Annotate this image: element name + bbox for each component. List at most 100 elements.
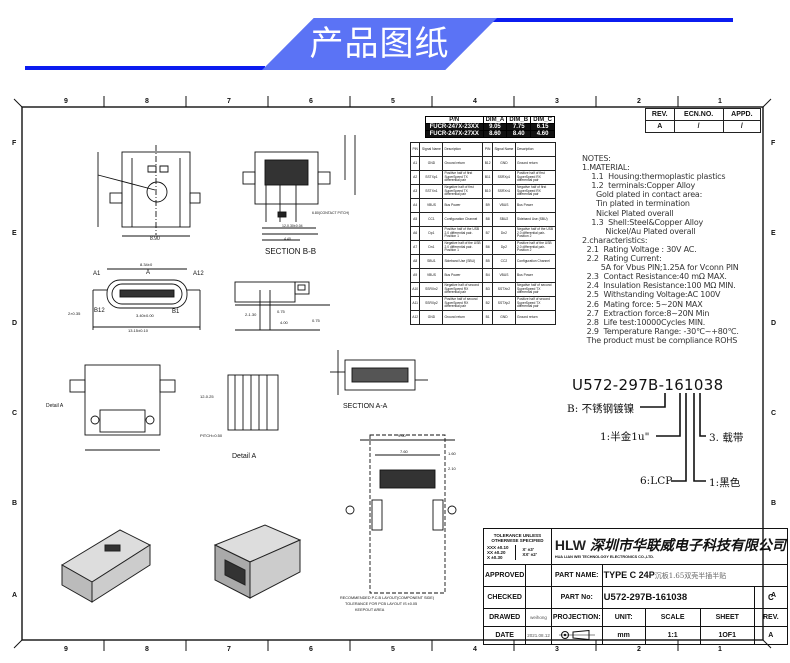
pin-table-cell: SSRXp2 bbox=[419, 296, 444, 311]
frame-column-label: 9 bbox=[64, 98, 68, 105]
pin-table-cell: Configuration Channel bbox=[515, 254, 556, 269]
dim-text: 0.75 bbox=[277, 309, 286, 314]
dim-text: 8.90 bbox=[150, 236, 160, 242]
dim-text: 9.60 bbox=[398, 433, 407, 438]
rev-label: REV. bbox=[753, 608, 788, 627]
pin-table-cell: B4 bbox=[482, 268, 493, 283]
dim-text: 1.60 bbox=[448, 451, 457, 456]
pin-table-cell: A8 bbox=[409, 254, 421, 269]
connector-3d-render-2 bbox=[213, 524, 302, 599]
pin-table-cell: PIN bbox=[482, 142, 493, 157]
projection-label: PROJECTION: bbox=[550, 608, 603, 627]
company-name-cn: 深圳市华联威电子科技有限公司 bbox=[589, 537, 786, 554]
angle-tolerance: XX' ±2' bbox=[522, 552, 537, 557]
title-block: TOLERANCE UNLESS OTHERWISE SPECIFIED XXX… bbox=[482, 528, 788, 645]
notes: NOTES: 1.MATERIAL: 1.1 Housing:thermopla… bbox=[582, 154, 739, 345]
frame-row-label: F bbox=[12, 140, 17, 147]
pin-table-cell: Positive half of the USB 2.0 differentia… bbox=[515, 240, 556, 255]
tolerance-cell: TOLERANCE UNLESS OTHERWISE SPECIFIED XXX… bbox=[483, 528, 552, 565]
rev-header: REV. bbox=[645, 108, 675, 121]
frame-row-label: C bbox=[12, 410, 17, 417]
pin-table-cell: GND bbox=[419, 310, 444, 325]
section-bb-label: SECTION B-B bbox=[265, 247, 316, 256]
pin-table-cell: B9 bbox=[482, 198, 493, 213]
pin-table-cell: A10 bbox=[409, 282, 421, 297]
dim-text: 13.15±0.10 bbox=[128, 328, 149, 333]
tolerance-value: XX ±0.20 bbox=[487, 550, 506, 555]
section-aa-label: SECTION A-A bbox=[343, 403, 388, 410]
sheet-label: SHEET bbox=[699, 608, 755, 627]
pin-table-cell: SSTXp1 bbox=[419, 170, 444, 185]
ecn-value: / bbox=[673, 120, 724, 133]
part-name-cn: 沉板1.65双壳半插半贴 bbox=[654, 572, 727, 580]
sheet-value: 1OF1 bbox=[699, 626, 755, 645]
pin-table-cell: GND bbox=[491, 156, 517, 171]
part-name-value: TYPE C 24P bbox=[603, 570, 655, 580]
part-code-leaders bbox=[640, 393, 706, 482]
rev-value: A bbox=[645, 120, 675, 133]
pn-header: P/N bbox=[425, 116, 484, 124]
pn-cell: 6.15 bbox=[530, 123, 555, 131]
frame-row-label: E bbox=[12, 230, 17, 237]
page-title: 产品图纸 bbox=[309, 24, 450, 64]
dim-text: 4.40 bbox=[284, 237, 291, 241]
pin-table-cell: Description bbox=[442, 142, 484, 157]
code-legend-material: 6:LCP bbox=[640, 475, 673, 487]
pin-table-cell: SSTXn1 bbox=[419, 184, 444, 199]
angle-tolerance: X' ±3' bbox=[522, 547, 534, 552]
pin-table-cell: Ground return bbox=[515, 310, 556, 325]
unit-label: UNIT: bbox=[601, 608, 646, 627]
frame-column-label: 6 bbox=[309, 646, 313, 653]
pin-table-cell: Dp1 bbox=[419, 226, 444, 241]
frame-row-label: C bbox=[771, 410, 776, 417]
pin-table-cell: A5 bbox=[409, 212, 421, 227]
dim-a-header: DIM_A bbox=[482, 116, 508, 124]
pin-table-cell: Bus Power bbox=[442, 198, 484, 213]
bottom-view bbox=[69, 364, 176, 451]
dim-c-header: DIM_C bbox=[530, 116, 555, 124]
pin-table-cell: A11 bbox=[409, 296, 421, 311]
frame-row-label: D bbox=[771, 320, 776, 327]
dim-text: 2×0.35 bbox=[68, 311, 81, 316]
dim-b-header: DIM_B bbox=[506, 116, 532, 124]
approved-value bbox=[525, 564, 552, 587]
pn-cell: 8.40 bbox=[506, 130, 532, 138]
pn-cell: 4.60 bbox=[530, 130, 555, 138]
company-logo: HLW bbox=[554, 536, 586, 553]
frame-column-label: 9 bbox=[64, 646, 68, 653]
drawed-value: weihong bbox=[525, 608, 552, 627]
pin-table-cell: PIN bbox=[409, 142, 421, 157]
pin-table-cell: Sideband Use (SBU) bbox=[515, 212, 556, 227]
dim-text: 4.00 bbox=[280, 320, 289, 325]
pin-table-cell: Dn1 bbox=[419, 240, 444, 255]
frame-column-label: 4 bbox=[473, 646, 477, 653]
banner-line-left bbox=[25, 66, 265, 70]
frame-column-label: 8 bbox=[145, 646, 149, 653]
pin-label-b1: B1 bbox=[172, 309, 180, 315]
frame-row-label: E bbox=[771, 230, 776, 237]
pin-table-cell: Sideband Use (SBU) bbox=[442, 254, 484, 269]
frame-column-label: 4 bbox=[473, 98, 477, 105]
pin-table-cell: SSRXn1 bbox=[491, 184, 517, 199]
appd-value: / bbox=[722, 120, 762, 133]
frame-column-label: 3 bbox=[555, 646, 559, 653]
appd-header: APPD. bbox=[722, 108, 762, 121]
pin-table-cell: Negative half of second SuperSpeed RX di… bbox=[442, 282, 484, 297]
pin-table-cell: Ground return bbox=[515, 156, 556, 171]
pin-table-cell: A9 bbox=[409, 268, 421, 283]
banner-line-right bbox=[493, 18, 733, 22]
pin-table-cell: VBUS bbox=[491, 198, 517, 213]
part-name: TYPE C 24P沉板1.65双壳半插半贴 bbox=[601, 564, 788, 587]
part-no-rev: C bbox=[753, 586, 788, 609]
pin-table-cell: Negative half of the USB 2.0 differentia… bbox=[515, 226, 556, 241]
part-no-value: U572-297B-161038 bbox=[601, 586, 755, 609]
dim-text: 3.40±0.00 bbox=[136, 313, 155, 318]
pin-table-cell: VBUS bbox=[491, 268, 517, 283]
tolerance-header: TOLERANCE UNLESS OTHERWISE SPECIFIED bbox=[491, 533, 544, 543]
frame-column-label: 3 bbox=[555, 98, 559, 105]
